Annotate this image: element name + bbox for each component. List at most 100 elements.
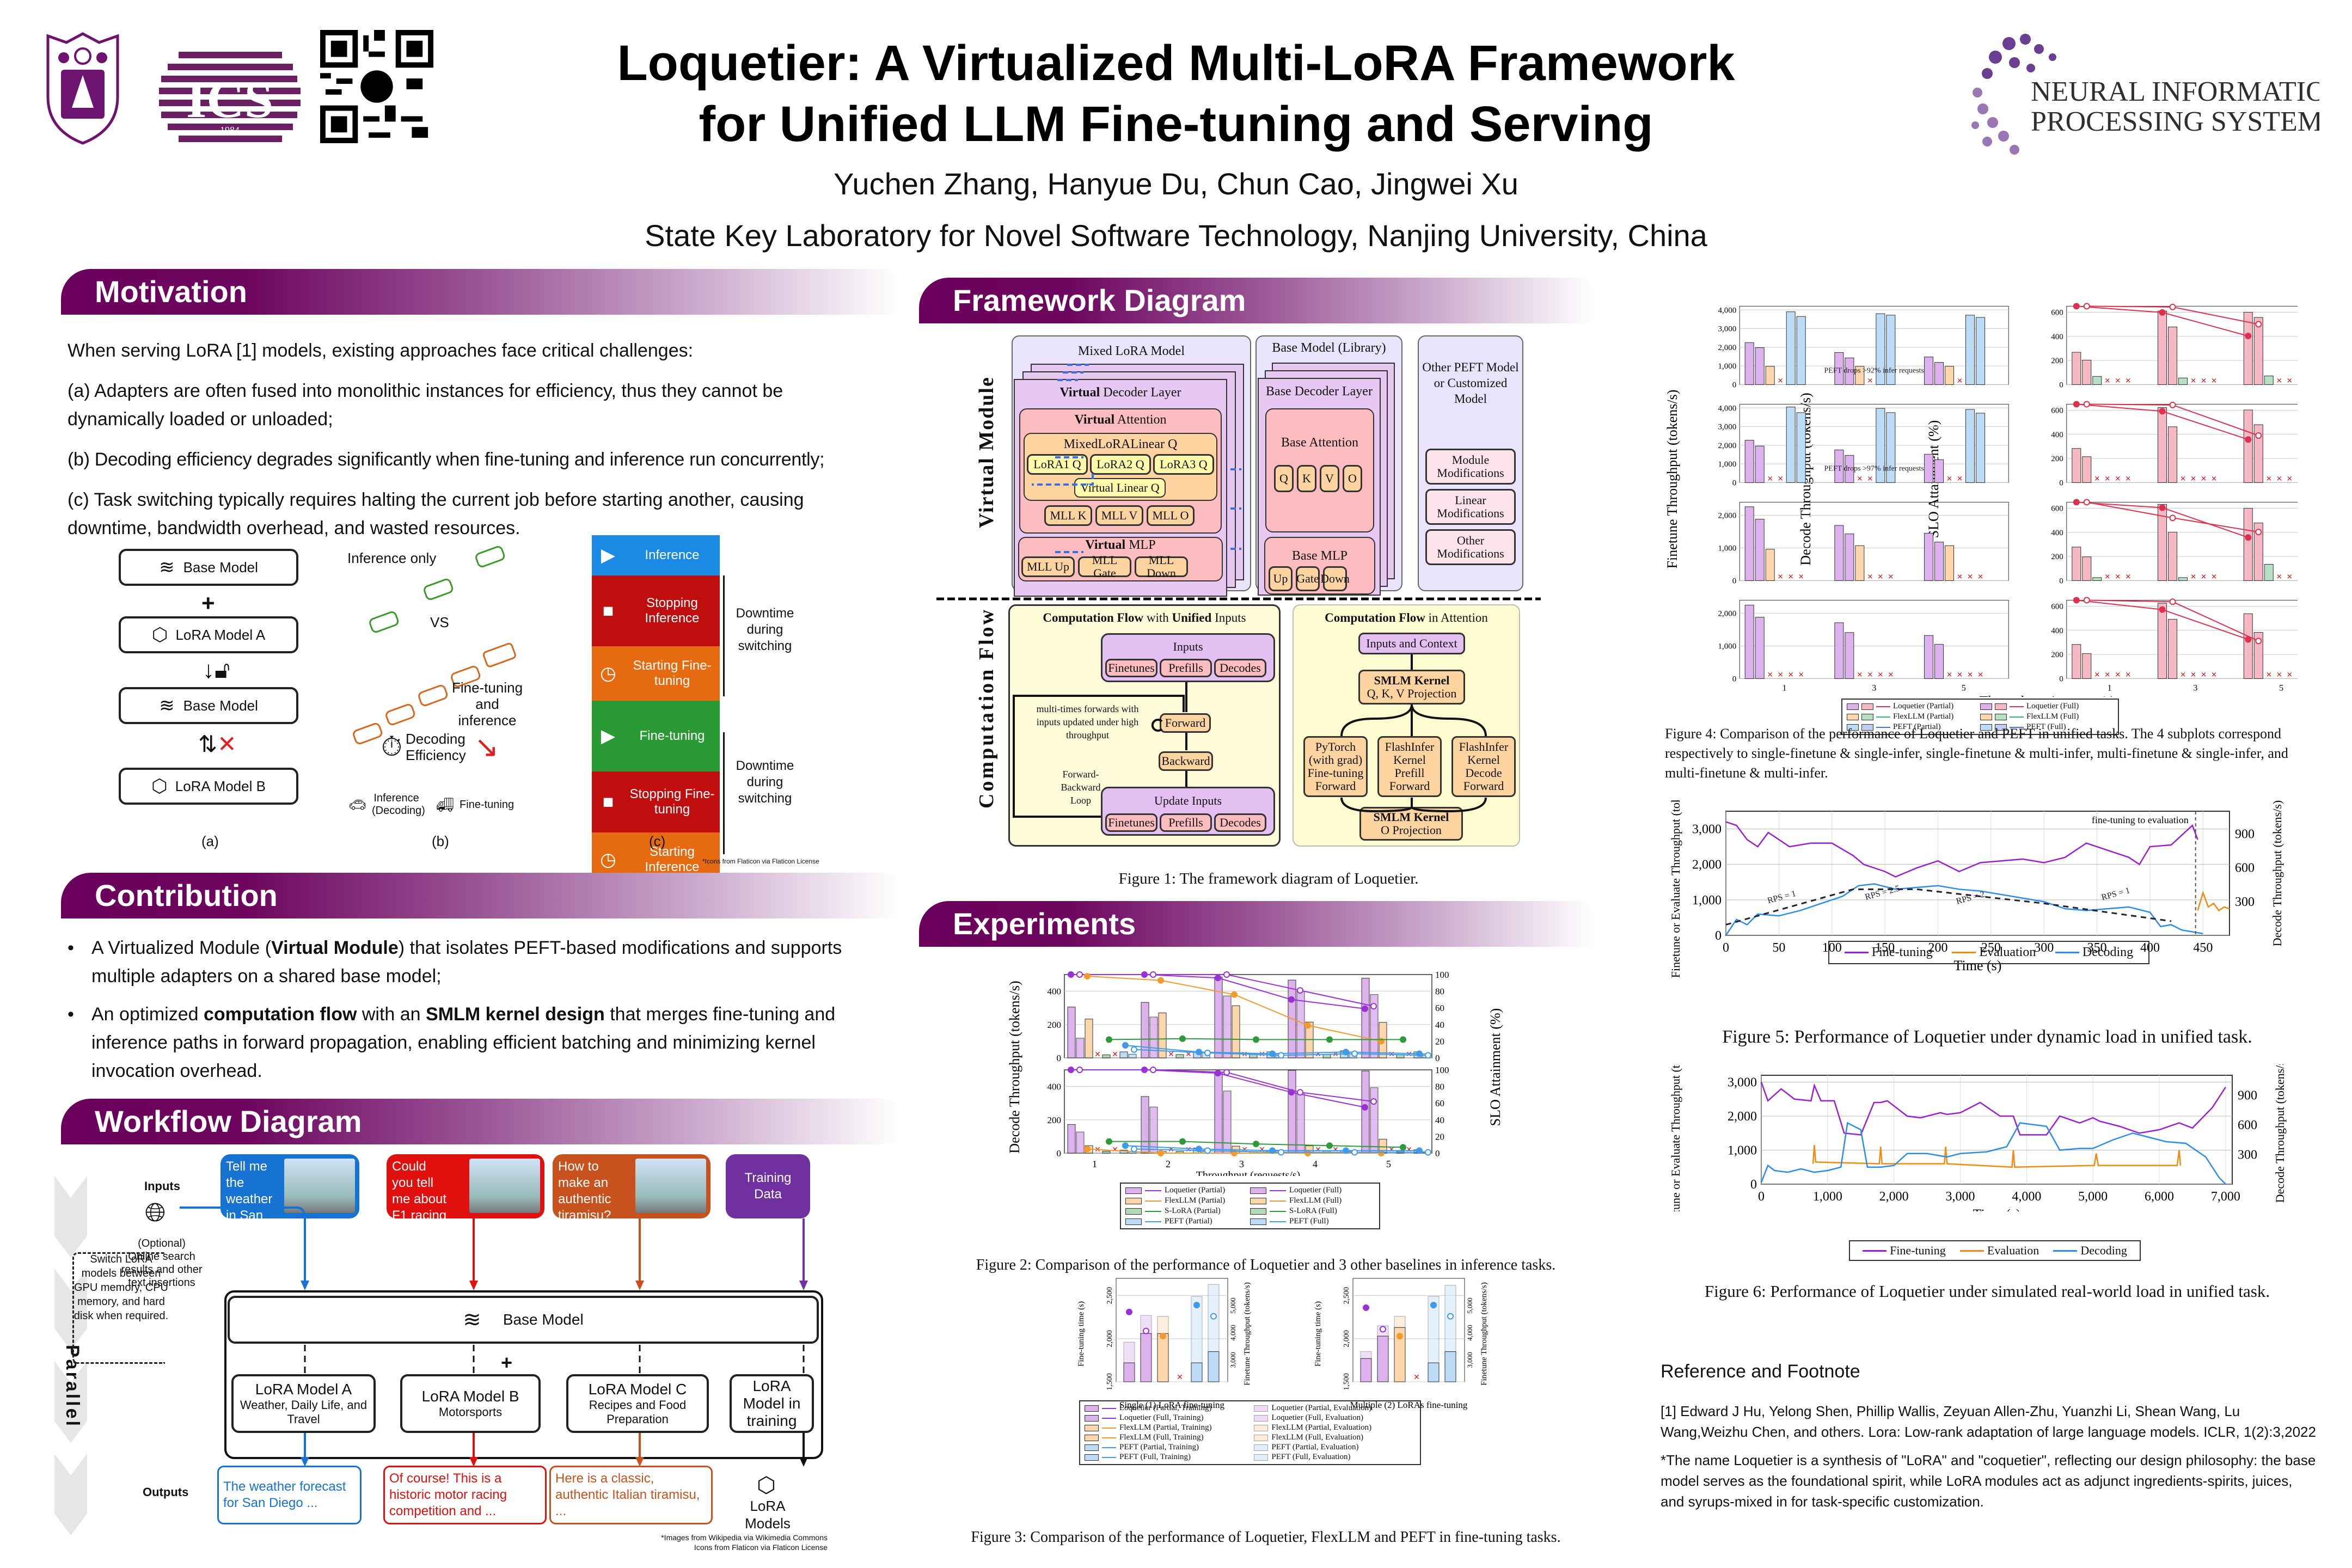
failed-marker: ✕ [1857, 474, 1863, 482]
throughput-marker [1447, 1313, 1454, 1320]
training-bar [1444, 1351, 1456, 1382]
slo-point [1378, 1150, 1385, 1156]
finetune-bar [1945, 545, 1955, 581]
annotation: fine-tuning to evaluation [2092, 814, 2189, 825]
y2-axis-label: Finetune Throughput (tokens/s) [1243, 1282, 1252, 1386]
y2-tick-label: 0 [1435, 1053, 1440, 1063]
annotation: RPS = 1 [1767, 889, 1797, 905]
legend-label: Loquetier (Full) [1289, 1186, 1342, 1195]
downtime-bracket-2 [723, 732, 725, 854]
failed-marker: ✕ [2211, 670, 2217, 678]
x-tick-label: 7,000 [2211, 1190, 2240, 1204]
x-tick-label: 1 [1092, 1159, 1097, 1169]
legend-swatch [1125, 1187, 1142, 1194]
y-tick-label: 400 [2051, 627, 2063, 635]
stop-icon: ■ [602, 601, 614, 621]
fig-a-lora-b: ⬡LoRA Model B [119, 768, 298, 805]
finetune-bar [1886, 412, 1896, 483]
rps-trend-line [1725, 888, 2172, 926]
failed-marker: ✕ [1778, 572, 1784, 580]
x-tick-label: 0 [1758, 1190, 1765, 1204]
slo-point [1253, 1141, 1259, 1148]
y2-tick-label: 100 [1435, 1065, 1449, 1075]
legend-line [1102, 1437, 1116, 1438]
y-tick-label: 0 [1750, 1178, 1757, 1192]
throughput-marker [1430, 1302, 1437, 1309]
slo-point [2073, 597, 2080, 604]
authors: Yuchen Zhang, Hanyue Du, Chun Cao, Jingw… [834, 167, 1518, 201]
globe-icon: 🌐︎ [145, 1198, 166, 1227]
qkvo-node: V [1320, 465, 1339, 492]
nju-logo [45, 32, 121, 146]
legend-item: Decoding [2053, 1244, 2127, 1258]
failed-marker: ✕ [1778, 670, 1784, 678]
slo-point [1223, 1069, 1230, 1076]
series-line-decoding [1725, 883, 2203, 936]
slo-point [2245, 436, 2252, 443]
x-axis-label: Multiple (2) LoRAs fine-tuning [1350, 1400, 1468, 1410]
failed-marker: ✕ [1094, 1051, 1101, 1059]
lora-subtitle: Weather, Daily Life, and Travel [240, 1398, 367, 1426]
slo-point [2159, 606, 2166, 613]
bar [1361, 978, 1370, 1058]
failed-marker: ✕ [1957, 376, 1963, 384]
decode-bar [2253, 523, 2263, 581]
legend-swatch [1254, 1424, 1269, 1431]
slo-point [1370, 1098, 1377, 1105]
y-tick-label: 600 [2051, 406, 2063, 415]
legend-line [1863, 1250, 1887, 1252]
slo-point [2073, 499, 2080, 506]
legend-item: PEFT (Partial, Evaluation) [1254, 1443, 1416, 1452]
training-bar [1208, 1351, 1220, 1382]
failed-marker: ✕ [2276, 474, 2282, 482]
finetune-bar [1834, 622, 1844, 679]
failed-marker: ✕ [1957, 474, 1963, 482]
failed-marker: ✕ [1877, 572, 1883, 580]
y-tick-label: 1,500 [1106, 1373, 1114, 1391]
play-icon: ▶ [601, 545, 616, 566]
decode-bar [2178, 377, 2188, 385]
slo-point [2083, 401, 2090, 408]
slo-point [1297, 1089, 1303, 1096]
lora-q-node: LoRA3 Q [1153, 454, 1214, 475]
layers-icon: ≋ [159, 557, 175, 578]
legend-swatch [1125, 1218, 1142, 1225]
clock-icon: ◷ [600, 849, 616, 870]
lora-title: LoRA Model in training [743, 1377, 801, 1429]
attention-branch-node: FlashInfer Kernel Decode Forward [1451, 736, 1516, 797]
lora-models-label: LoRA Models [745, 1498, 791, 1532]
finetune-bar [1924, 454, 1934, 483]
legend-swatch [1847, 724, 1859, 731]
x-tick-label: 4,000 [2012, 1190, 2041, 1204]
bar [1076, 1131, 1085, 1154]
failed-marker: ✕ [1867, 376, 1873, 384]
fig-c-caption: (c) [649, 833, 666, 849]
slo-point [2169, 303, 2176, 310]
slo-point [1122, 1142, 1129, 1149]
y-axis-label: Finetune or Evaluate Throughput (tokens/… [1669, 1064, 1682, 1211]
y-tick-label: 2,500 [1106, 1287, 1114, 1304]
github-qr-code[interactable] [320, 30, 433, 143]
finetune-bar [1934, 542, 1944, 581]
legend-line [1270, 1210, 1286, 1212]
icon-credit: *Icons from Flaticon via Flaticon Licens… [702, 857, 819, 865]
clock-icon: ◷ [600, 663, 616, 684]
y2-tick-label: 4,000 [1466, 1325, 1474, 1340]
legend-label: Decoding [2082, 945, 2134, 959]
arrow-head [469, 1281, 478, 1290]
annotation: RPS = 2 [1955, 890, 1986, 906]
legend-swatch [1085, 1434, 1099, 1441]
y-tick-label: 1,000 [1728, 1144, 1757, 1158]
svg-text:1984: 1984 [220, 125, 240, 136]
failed-marker: ✕ [2287, 572, 2293, 580]
modification-node: Module Modifications [1425, 449, 1516, 485]
training-bar [1140, 1333, 1152, 1382]
legend-label: Loquetier (Partial, Training) [1119, 1404, 1212, 1412]
failed-marker: ✕ [2287, 474, 2293, 482]
legend-label: Evaluation [1979, 945, 2036, 959]
failed-marker: ✕ [1867, 670, 1873, 678]
legend-label: FlexLLM (Full, Training) [1119, 1433, 1204, 1442]
f1-racing-photo [469, 1159, 540, 1213]
y-tick-label: 0 [1732, 675, 1737, 683]
